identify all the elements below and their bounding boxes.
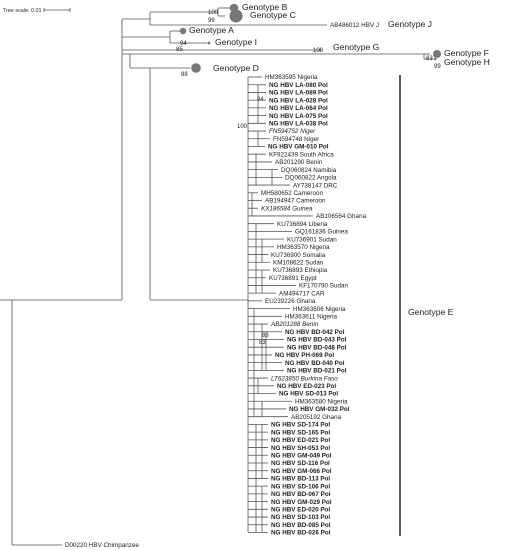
leaf-label: NG HBV SD-116 Pol bbox=[271, 460, 330, 467]
leaf-label: LT623850 Burkina Faso bbox=[271, 375, 338, 382]
leaf-label: NG HBV ED-023 Pol bbox=[277, 383, 336, 390]
bootstrap-value: 99 bbox=[208, 18, 215, 24]
genotype-h-label: Genotype H bbox=[444, 57, 490, 67]
leaf-label: NG HBV GM-032 Pol bbox=[289, 406, 350, 413]
bootstrap-values: 100 99 94 85 100 83 99 88 94 100 83 88 bbox=[176, 10, 441, 346]
tree-backbone bbox=[0, 7, 433, 546]
leaf-label: KF170790 Sudan bbox=[299, 283, 349, 290]
leaf-label: NG HBV ED-021 Pol bbox=[271, 437, 330, 444]
leaf-label: NG HBV LA-028 Pol bbox=[269, 97, 328, 104]
tree-scale: Tree scale: 0.01 bbox=[3, 8, 71, 14]
leaf-label: HM363611 Nigeria bbox=[285, 314, 338, 321]
leaf-label: NG HBV BD-040 Pol bbox=[285, 360, 345, 367]
genotype-a-label: Genotype A bbox=[189, 25, 234, 35]
bootstrap-value: 83 bbox=[259, 340, 266, 346]
genotype-j-accession: AB486012 HBV J bbox=[330, 22, 379, 29]
tree-scale-label: Tree scale: 0.01 bbox=[3, 8, 41, 14]
collapsed-nodes bbox=[179, 3, 441, 73]
leaf-label: NG HBV GM-010 Pol bbox=[268, 144, 329, 151]
leaf-label: AB194947 Cameroon bbox=[265, 198, 326, 205]
leaf-label: NG HBV SD-106 Pol bbox=[271, 483, 330, 490]
genotype-a-node bbox=[179, 27, 187, 35]
leaf-label: HM363606 Nigeria bbox=[293, 306, 346, 313]
leaf-label: KX186584 Guinea bbox=[261, 205, 313, 212]
leaf-label: NG HBV GM-049 Pol bbox=[271, 452, 332, 459]
leaf-label: NG HBV LA-080 Pol bbox=[269, 82, 328, 89]
bootstrap-value: 94 bbox=[180, 41, 187, 47]
leaf-label: HM363580 Nigeria bbox=[295, 398, 348, 405]
genotype-i-label: Genotype I bbox=[215, 37, 257, 47]
leaf-label: EU239226 Ghana bbox=[265, 298, 316, 305]
leaf-label: NG HBV LA-089 Pol bbox=[269, 90, 328, 97]
leaf-label: NG HBV ED-020 Pol bbox=[271, 507, 330, 514]
genotype-c-node bbox=[229, 9, 243, 23]
leaf-label: NG HBV BD-042 Pol bbox=[285, 329, 345, 336]
bootstrap-value: 100 bbox=[237, 124, 248, 130]
genotype-g-node bbox=[318, 48, 322, 52]
leaf-label: AB201288 Benin bbox=[270, 321, 319, 328]
leaf-label: HM363570 Nigeria bbox=[277, 244, 330, 251]
genotype-c-label: Genotype C bbox=[250, 10, 296, 20]
leaf-label: NG HBV BD-085 Pol bbox=[271, 522, 331, 529]
genotype-e-label: Genotype E bbox=[408, 307, 454, 317]
leaf-label: AB205192 Ghana bbox=[291, 414, 342, 421]
leaf-label: KU736900 Somalia bbox=[271, 252, 326, 259]
bootstrap-value: 100 bbox=[313, 48, 324, 54]
bootstrap-value: 99 bbox=[434, 64, 441, 70]
leaf-label: NG HBV BD-026 Pol bbox=[271, 530, 331, 537]
leaf-label: KU736901 Sudan bbox=[287, 236, 337, 243]
leaf-label: DQ060824 Namibia bbox=[281, 167, 337, 174]
leaf-label: FN594752 Niger bbox=[269, 128, 316, 135]
leaf-label: NG HBV BD-048 Pol bbox=[287, 344, 347, 351]
genotype-f-node bbox=[433, 50, 441, 58]
genotype-f-label: Genotype F bbox=[444, 48, 489, 58]
bootstrap-value: 100 bbox=[208, 10, 219, 16]
genotype-i-node bbox=[207, 41, 211, 45]
leaf-label: KU736894 Liberia bbox=[277, 221, 328, 228]
leaf-label: NG HBV BD-021 Pol bbox=[287, 368, 347, 375]
leaf-label: AM494717 CAR bbox=[279, 290, 325, 297]
genotype-d-label: Genotype D bbox=[213, 63, 259, 73]
leaf-label: DQ060822 Angola bbox=[285, 175, 337, 182]
leaf-label: NG HBV BD-113 Pol bbox=[271, 476, 330, 483]
genotype-b-label: Genotype B bbox=[242, 2, 288, 12]
leaf-label: NG HBV LA-075 Pol bbox=[269, 113, 328, 120]
leaf-label: AY738147 DRC bbox=[293, 182, 338, 189]
leaf-label: KU736893 Ethiopia bbox=[273, 267, 328, 274]
leaf-label: AB201290 Benin bbox=[275, 159, 323, 166]
bootstrap-value: 83 bbox=[426, 56, 433, 62]
leaf-label: KU736891 Egypt bbox=[269, 275, 317, 282]
leaf-label: AB106564 Ghana bbox=[316, 213, 367, 220]
genotype-j-label: Genotype J bbox=[388, 19, 432, 29]
genotype-labels: Genotype B Genotype C Genotype J Genotyp… bbox=[189, 2, 490, 317]
leaf-label: KF922439 South Africa bbox=[269, 151, 334, 158]
leaf-label: HM363595 Nigeria bbox=[265, 74, 318, 81]
outgroup-label: D00220 HBV Chimpanzee bbox=[65, 542, 139, 549]
bootstrap-value: 88 bbox=[181, 72, 188, 78]
leaf-label: NG HBV LA-064 Pol bbox=[269, 105, 328, 112]
leaf-label: NG HBV PH-069 Pol bbox=[275, 352, 334, 359]
leaf-label: NG HBV SD-174 Pol bbox=[271, 422, 330, 429]
genotype-d-node bbox=[191, 63, 201, 73]
leaf-label: NG HBV BD-067 Pol bbox=[271, 491, 331, 498]
leaf-label: NG HBV SD-103 Pol bbox=[271, 514, 330, 521]
leaf-label: NG HBV SD-165 Pol bbox=[271, 429, 330, 436]
leaf-label: NG HBV SD-013 Pol bbox=[279, 391, 338, 398]
genotype-g-label: Genotype G bbox=[333, 42, 380, 52]
leaf-label: NG HBV LA-038 Pol bbox=[269, 121, 328, 128]
leaf-label: KM108622 Sudan bbox=[273, 259, 324, 266]
leaf-label: NG HBV BD-043 Pol bbox=[287, 337, 347, 344]
leaf-label: MH580652 Cameroon bbox=[261, 190, 323, 197]
leaf-label: NG HBV GM-029 Pol bbox=[271, 499, 332, 506]
leaf-label: NG HBV GM-066 Pol bbox=[271, 468, 332, 475]
bootstrap-value: 85 bbox=[176, 47, 183, 53]
leaf-label: NG HBV SH-053 Pol bbox=[271, 445, 330, 452]
leaf-label: FN594748 Niger bbox=[273, 136, 319, 143]
genotype-h-node bbox=[433, 57, 437, 61]
leaf-label: GQ161836 Guinea bbox=[295, 229, 348, 236]
